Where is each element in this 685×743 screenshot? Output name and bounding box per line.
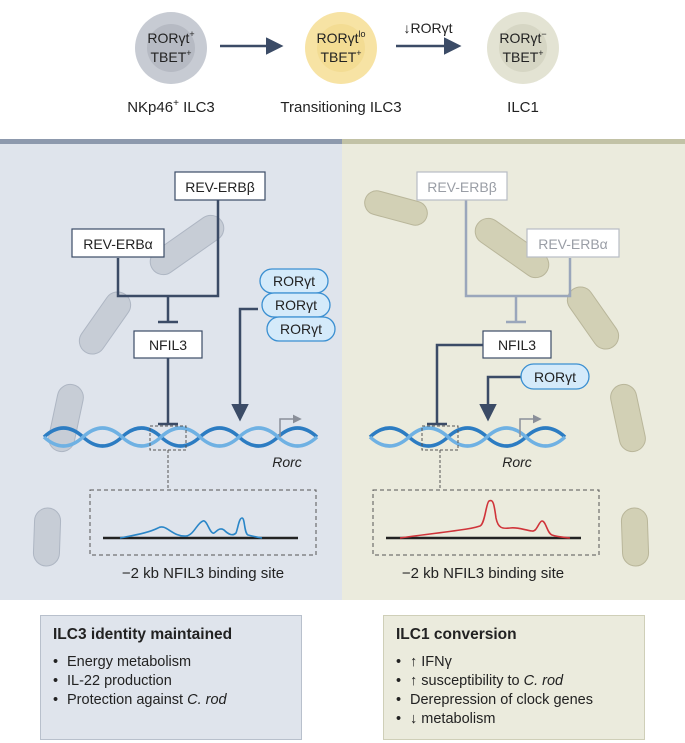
list-item: ↑ susceptibility to C. rod (396, 672, 632, 691)
right-zoom-box (372, 489, 600, 556)
svg-text:TBET+: TBET+ (320, 48, 361, 65)
ror-down-label: ↓RORγt (404, 20, 453, 36)
left-gene-label: Rorc (272, 454, 302, 470)
cell-ilc1: RORγt− TBET+ (487, 12, 559, 84)
left-nfil3-box: NFIL3 (133, 330, 203, 359)
right-tss-arrow (519, 414, 542, 437)
list-item: Derepression of clock genes (396, 691, 632, 710)
right-binding-peak (399, 499, 571, 539)
left-membrane (32, 214, 225, 567)
right-dna (368, 426, 567, 448)
svg-text:RORγt: RORγt (273, 273, 315, 289)
label-nkp46-ilc3: NKp46+ ILC3 (127, 98, 215, 116)
right-ror-protein: RORγt (520, 363, 590, 390)
left-rev-erb-alpha-box: REV-ERBα (71, 228, 165, 258)
left-network-lines (116, 200, 258, 426)
svg-text:RORγt+: RORγt+ (147, 29, 194, 46)
list-item: ↑ IFNγ (396, 653, 632, 672)
list-item: ↓ metabolism (396, 710, 632, 729)
right-rev-erb-alpha-box: REV-ERBα (526, 228, 620, 258)
right-network-dark-lines (427, 343, 521, 426)
left-binding-site-label: −2 kb NFIL3 binding site (122, 565, 284, 582)
left-summary-title: ILC3 identity maintained (53, 626, 233, 643)
right-rev-erb-beta-box: REV-ERBβ (416, 171, 508, 201)
left-tss-arrow (279, 414, 302, 437)
right-summary-box: ILC1 conversion ↑ IFNγ ↑ susceptibility … (383, 615, 645, 740)
left-panel-topbar (0, 139, 342, 144)
left-rev-erb-beta-box: REV-ERBβ (174, 171, 266, 201)
cell-transitioning-ilc3: RORγtlo TBET+ (305, 12, 377, 84)
cell-nkp46-ilc3: RORγt+ TBET+ (135, 12, 207, 84)
left-binding-peak (119, 517, 263, 539)
list-item: Protection against C. rod (53, 691, 289, 710)
left-dna (42, 426, 319, 448)
svg-text:RORγt: RORγt (280, 321, 322, 337)
right-summary-list: ↑ IFNγ ↑ susceptibility to C. rod Derepr… (396, 653, 632, 729)
svg-text:NFIL3: NFIL3 (498, 337, 536, 353)
right-gene-label: Rorc (502, 454, 532, 470)
svg-text:RORγt: RORγt (534, 369, 576, 385)
left-ror-cluster: RORγt RORγt RORγt (259, 268, 336, 342)
right-membrane (364, 190, 650, 567)
list-item: IL-22 production (53, 672, 289, 691)
list-item: Energy metabolism (53, 653, 289, 672)
label-ilc1: ILC1 (507, 99, 539, 116)
svg-text:REV-ERBβ: REV-ERBβ (427, 179, 497, 195)
svg-text:REV-ERBα: REV-ERBα (538, 236, 608, 252)
left-summary-box: ILC3 identity maintained Energy metaboli… (40, 615, 302, 740)
right-summary-title: ILC1 conversion (396, 626, 517, 643)
right-binding-site-label: −2 kb NFIL3 binding site (402, 565, 564, 582)
svg-text:RORγtlo: RORγtlo (316, 29, 365, 46)
svg-text:NFIL3: NFIL3 (149, 337, 187, 353)
svg-text:REV-ERBβ: REV-ERBβ (185, 179, 255, 195)
left-summary-list: Energy metabolism IL-22 production Prote… (53, 653, 289, 710)
svg-text:TBET+: TBET+ (150, 48, 191, 65)
svg-text:REV-ERBα: REV-ERBα (83, 236, 153, 252)
label-transitioning-ilc3: Transitioning ILC3 (280, 99, 401, 116)
right-nfil3-box: NFIL3 (482, 330, 552, 359)
svg-text:TBET+: TBET+ (502, 48, 543, 65)
svg-text:RORγt: RORγt (275, 297, 317, 313)
svg-text:RORγt−: RORγt− (499, 29, 546, 46)
right-panel-topbar (342, 139, 685, 144)
left-zoom-box (89, 489, 317, 556)
right-network-lines (464, 200, 572, 324)
